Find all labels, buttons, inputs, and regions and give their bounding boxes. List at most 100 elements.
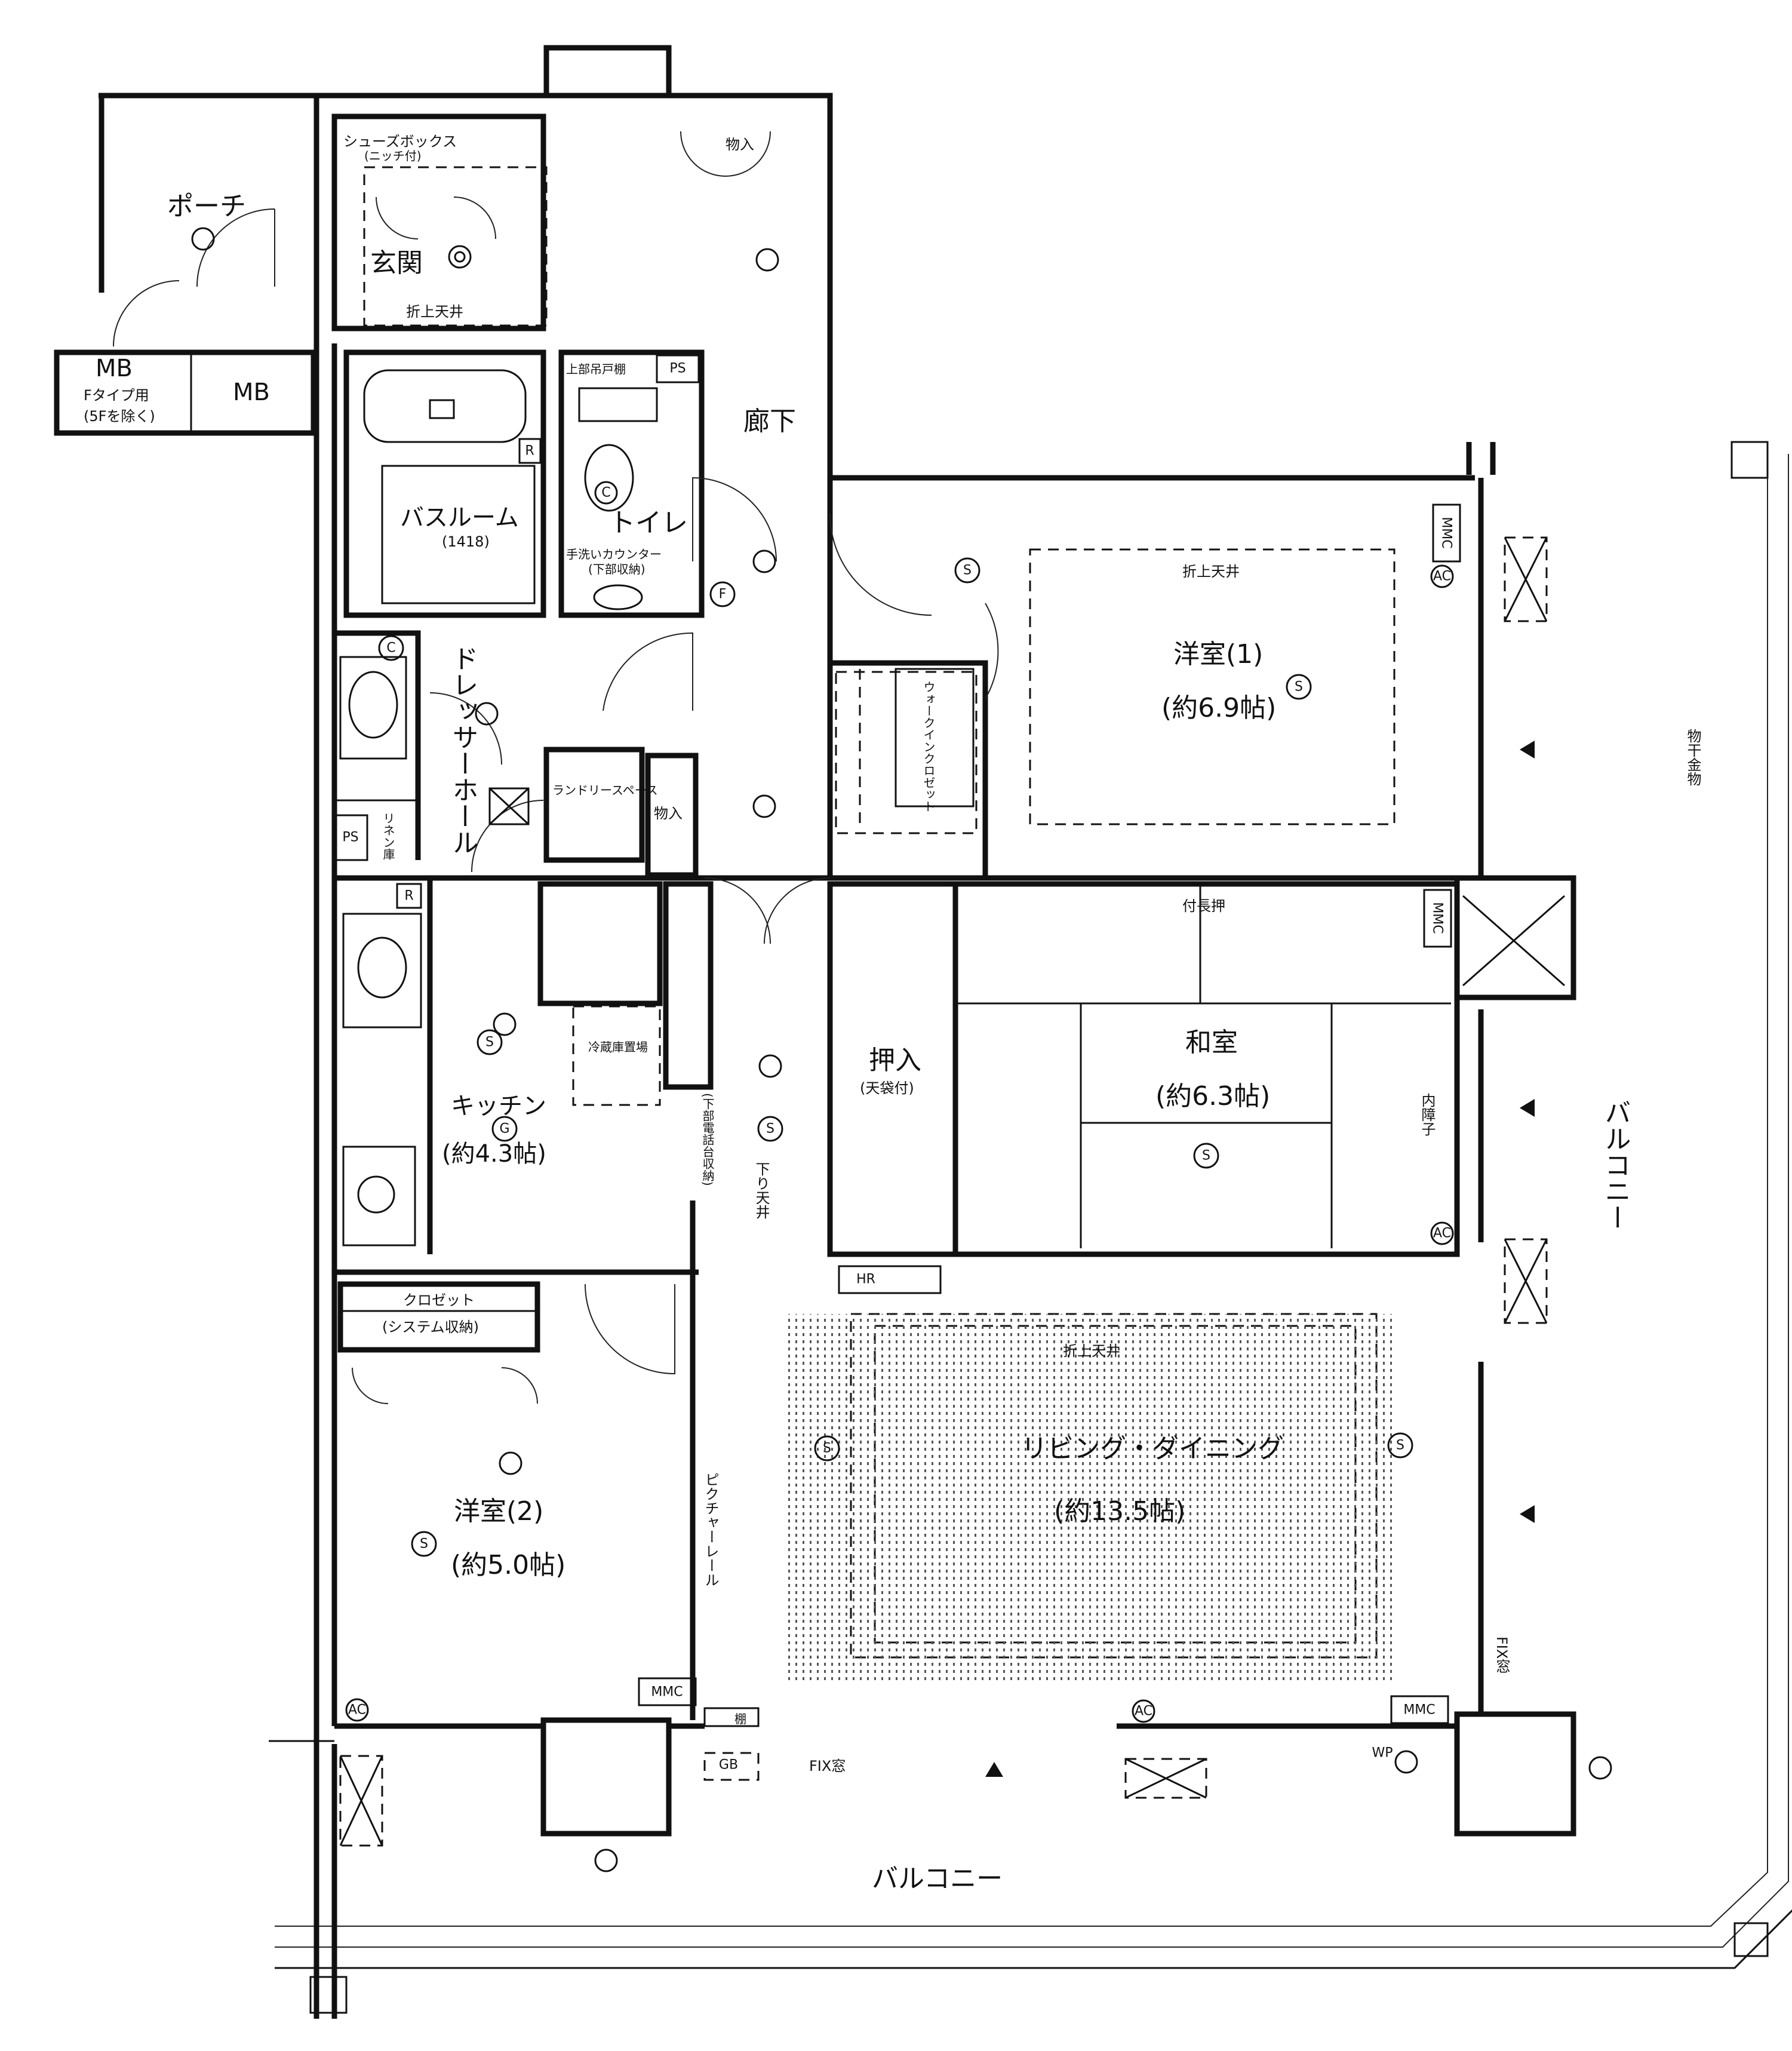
living-area: (約13.5帖) (1054, 1496, 1185, 1527)
ac-marker: AC (1132, 1699, 1155, 1723)
r-box: R (396, 883, 422, 909)
ac-marker: AC (345, 1698, 369, 1722)
sensor-marker: S (757, 1116, 783, 1142)
c-marker: C (378, 635, 404, 661)
bathroom-label: バスルーム (400, 504, 519, 532)
structural-walls (54, 45, 1792, 2019)
kitchen-area: (約4.3帖) (442, 1140, 546, 1168)
light-marker (1588, 1756, 1612, 1780)
storage-mid-label: 物入 (654, 805, 683, 822)
svg-text:S: S (963, 563, 972, 578)
washitsu-area: (約6.3帖) (1155, 1081, 1270, 1112)
svg-text:R: R (404, 889, 413, 904)
svg-text:MMC: MMC (1430, 902, 1445, 934)
western1-area: (約6.9帖) (1161, 693, 1276, 723)
r-box: R (518, 438, 542, 464)
room-labels: ポーチ 玄関 シューズボックス (ニッチ付) 折上天井 物入 MB Fタイプ用 … (84, 133, 1701, 1894)
ceiling-outlines (339, 166, 1548, 1847)
svg-text:S: S (766, 1122, 774, 1137)
mb-left-note: Fタイプ用 (84, 387, 149, 404)
washitsu-label: 和室 (1185, 1027, 1238, 1058)
picture-rail-label: ピクチャーレール (702, 1472, 719, 1587)
western2-label: 洋室(2) (454, 1496, 543, 1527)
svg-text:HR: HR (856, 1272, 875, 1287)
svg-text:AC: AC (1433, 1226, 1451, 1241)
mmc-box: MMC (1423, 889, 1452, 948)
oshiire-label: 押入 (869, 1045, 921, 1076)
toilet-label: トイレ (609, 508, 688, 538)
light-marker (499, 1451, 522, 1475)
entrance-label: 玄関 (370, 248, 423, 278)
tsukenage-label: 付長押 (1182, 898, 1225, 914)
linen-label: リネン庫 (381, 812, 395, 860)
sensor-marker: S (954, 557, 980, 584)
gas-marker: G (491, 1116, 518, 1142)
balcony-bottom-label: バルコニー (872, 1863, 1003, 1894)
svg-text:S: S (420, 1537, 428, 1552)
fan-marker: F (709, 581, 736, 607)
ps-box: PS (333, 814, 368, 861)
laundry-hardware-label: 物干金物 (1685, 729, 1701, 786)
light-marker (758, 1054, 782, 1078)
walkin-label: ウォークインクロゼット (921, 681, 936, 812)
svg-text:C: C (601, 486, 610, 501)
mb-left-note2: (5Fを除く) (84, 408, 155, 425)
light-marker (475, 702, 499, 726)
entrance-ceiling-label: 折上天井 (406, 303, 463, 320)
svg-text:GB: GB (719, 1758, 738, 1773)
light-marker (493, 1012, 517, 1036)
mb-left-label: MB (96, 355, 133, 382)
light-marker (594, 1849, 618, 1872)
svg-text:C: C (386, 641, 395, 656)
closet-label: クロゼット (403, 1292, 475, 1309)
shelf-label: 棚 (734, 1712, 746, 1726)
shoebox-note: (ニッチ付) (364, 149, 422, 163)
toilet-counter-label: 手洗いカウンター (566, 547, 662, 561)
svg-text:AC: AC (348, 1703, 366, 1718)
symbols: S S S S S S S S G F C C MMC MMC MMC MMC … (191, 227, 1612, 1872)
svg-text:AC: AC (1135, 1704, 1152, 1719)
svg-text:PS: PS (342, 830, 358, 845)
sensor-marker: S (1193, 1143, 1219, 1169)
svg-text:MMC: MMC (651, 1685, 683, 1700)
toilet-cabinet-label: 上部吊戸棚 (566, 362, 626, 376)
svg-text:R: R (525, 444, 534, 459)
svg-text:S: S (1396, 1438, 1404, 1453)
dresser-hall-label: ドレッサーホール (448, 645, 478, 855)
svg-text:AC: AC (1433, 569, 1451, 584)
ac-marker: AC (1430, 564, 1454, 588)
balcony-right-label: バルコニー (1600, 1099, 1631, 1230)
svg-text:S: S (823, 1441, 831, 1456)
mmc-box: MMC (638, 1677, 697, 1706)
mb-right-label: MB (233, 379, 270, 406)
pantry-label: (下部電話台収納) (700, 1093, 715, 1186)
svg-text:S: S (485, 1035, 494, 1050)
sensor-marker: S (477, 1029, 503, 1055)
door-swings (113, 131, 999, 1404)
fix-window-right-label: FIX窓 (1493, 1636, 1510, 1673)
closet-note: (システム収納) (382, 1319, 479, 1335)
shoebox-label: シューズボックス (343, 133, 457, 150)
bathroom-size: (1418) (442, 533, 490, 550)
svg-text:F: F (719, 587, 727, 602)
sensor-marker: S (1387, 1432, 1413, 1459)
sensor-marker: S (1286, 674, 1312, 700)
western1-label: 洋室(1) (1173, 639, 1263, 670)
fix-window-bottom-label: FIX窓 (809, 1758, 846, 1774)
wp-marker: WP (1372, 1746, 1418, 1774)
light-marker (752, 549, 776, 573)
sensor-marker: S (411, 1531, 437, 1557)
svg-text:G: G (499, 1122, 509, 1137)
ps-box: PS (656, 354, 700, 383)
living-floor-texture (788, 1314, 1397, 1684)
toilet-counter-note: (下部収納) (588, 562, 646, 576)
oshiire-note: (天袋付) (860, 1080, 914, 1097)
light-marker (448, 245, 472, 269)
svg-text:S: S (1295, 680, 1303, 695)
porch-label: ポーチ (167, 191, 246, 222)
corridor-label: 廊下 (743, 406, 796, 437)
svg-text:WP: WP (1372, 1746, 1393, 1761)
ac-marker: AC (1430, 1221, 1454, 1245)
laundry-label: ランドリースペース (552, 783, 658, 797)
